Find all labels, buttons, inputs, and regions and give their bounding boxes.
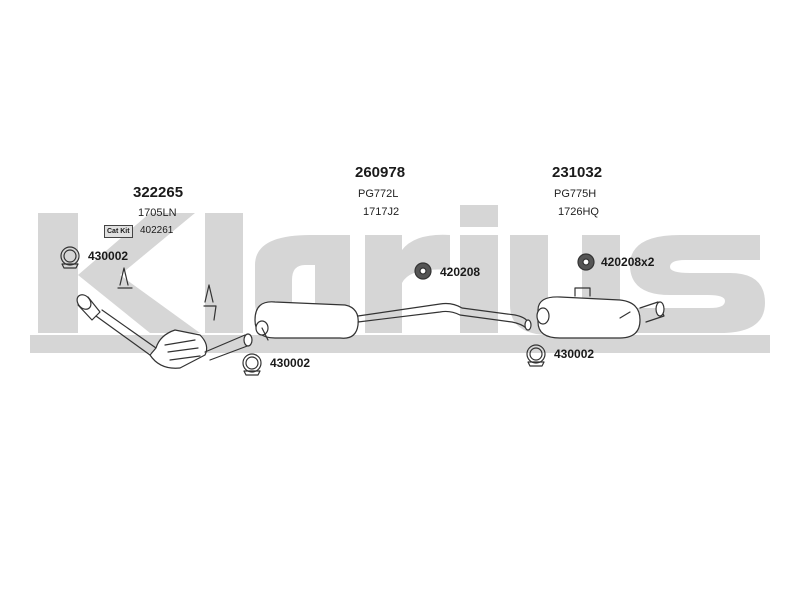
clamp-right-number: 430002 (554, 347, 595, 361)
front-pipe-catalyst (76, 267, 253, 369)
rear-part-number: 231032 (552, 164, 603, 181)
clamp-icon-top-left (60, 246, 80, 269)
rubber-mount-rear-number: 420208x2 (601, 255, 655, 269)
middle-part-code-1: PG772L (358, 188, 399, 200)
middle-part-code-2: 1717J2 (363, 206, 400, 218)
rear-part-code-2: 1726HQ (558, 206, 599, 218)
middle-part-number: 260978 (355, 164, 406, 181)
clamp-icon-right (526, 344, 546, 367)
front-part-number: 322265 (133, 184, 184, 201)
rubber-mount-icon-rear (577, 253, 595, 271)
rear-part-code-1: PG775H (554, 188, 597, 200)
rubber-mount-mid-number: 420208 (440, 265, 481, 279)
clamp-icon-bottom (242, 353, 262, 376)
rubber-mount-icon-mid (414, 262, 432, 280)
cat-kit-badge: Cat Kit (104, 225, 133, 238)
rear-silencer (536, 287, 665, 339)
front-part-code: 1705LN (138, 207, 177, 219)
clamp-bottom-number: 430002 (270, 356, 311, 370)
clamp-top-left-number: 430002 (88, 249, 129, 263)
middle-silencer (254, 301, 532, 341)
cat-kit-number: 402261 (140, 225, 174, 236)
